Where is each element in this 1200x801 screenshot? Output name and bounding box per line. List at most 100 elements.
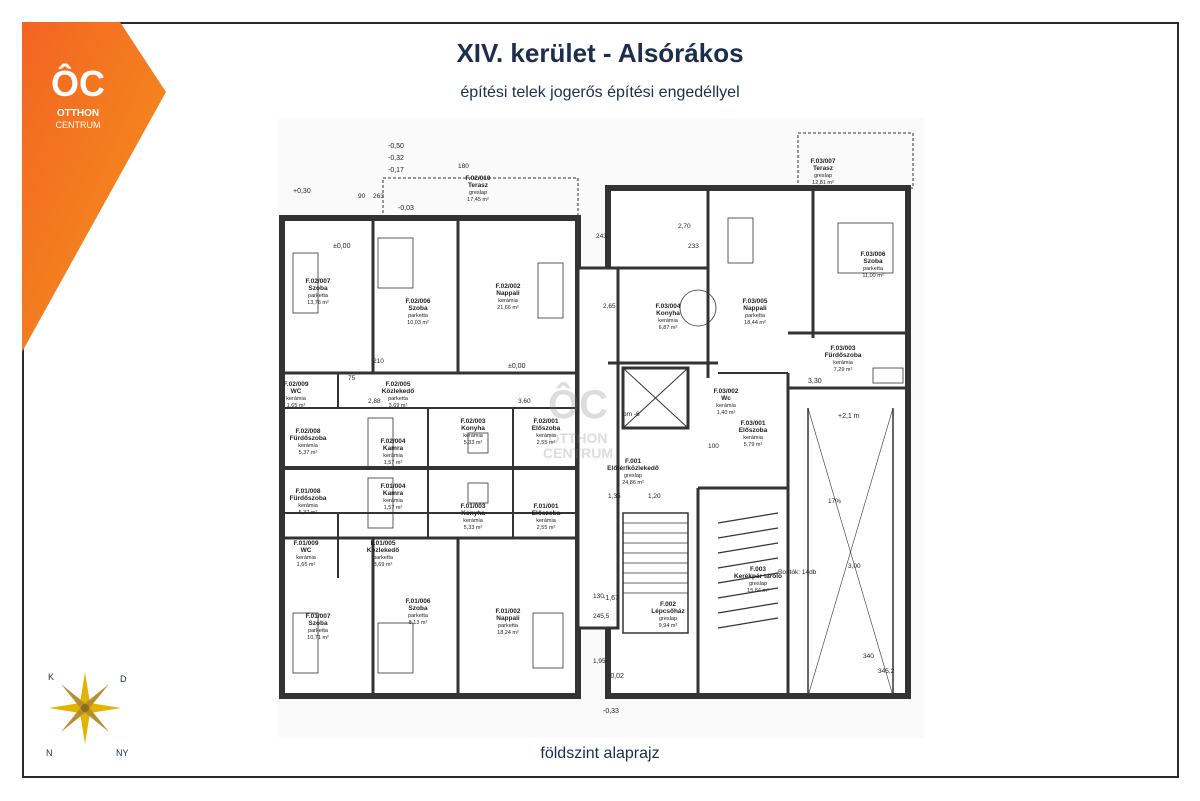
dimension-label: 2,70	[678, 223, 691, 230]
room-mat: kerámia	[743, 435, 764, 441]
room-name: Szoba	[308, 285, 328, 292]
room-area: 5,33 m²	[464, 525, 483, 531]
compass-s: D	[120, 674, 127, 684]
level-marker: -0,03	[398, 205, 414, 212]
room-mat: parketta	[373, 555, 394, 561]
room-area: 1,57 m²	[384, 460, 403, 466]
dimension-label: Bontók: 14db	[778, 569, 817, 576]
watermark-line2: CENTRUM	[543, 445, 613, 461]
room-name: Előtér/közlekedő	[607, 465, 659, 472]
room-id: F.002	[660, 601, 676, 608]
level-marker: -0,32	[388, 155, 404, 162]
dimension-label: 1,20	[648, 493, 661, 500]
room-area: 5,37 m²	[299, 450, 318, 456]
room-name: Fürdőszoba	[290, 495, 327, 502]
room-mat: parketta	[863, 266, 884, 272]
room-name: Előszoba	[532, 510, 561, 517]
room-mat: greslap	[814, 173, 832, 179]
watermark-line1: OTTHON	[548, 430, 607, 446]
room-area: 2,55 m²	[537, 440, 556, 446]
room-mat: parketta	[408, 313, 429, 319]
room-mat: parketta	[308, 628, 329, 634]
room-id: F.02/010	[466, 175, 491, 182]
dimension-label: 243	[596, 233, 607, 240]
room-id: F.01/006	[406, 598, 431, 605]
room-mat: parketta	[408, 613, 429, 619]
dimension-label: 180	[458, 163, 469, 170]
brand-line2: CENTRUM	[56, 120, 101, 130]
room-name: Fürdőszoba	[825, 352, 862, 359]
room-mat: parketta	[388, 396, 409, 402]
dimension-label: 2,65	[603, 303, 616, 310]
room-name: Szoba	[863, 258, 883, 265]
room-area: 10,71 m²	[307, 635, 329, 641]
room-mat: kerámia	[498, 298, 519, 304]
room-id: F.03/004	[656, 303, 681, 310]
room-area: 10,03 m²	[407, 320, 429, 326]
room-area: 15,84 m²	[747, 588, 769, 594]
room-area: 24,86 m²	[622, 480, 644, 486]
room-name: WC	[291, 388, 302, 395]
dimension-label: 130	[593, 593, 604, 600]
room-area: 13,76 m²	[307, 300, 329, 306]
room-id: F.003	[750, 566, 766, 573]
room-area: 17,45 m²	[467, 197, 489, 203]
room-id: F.02/001	[534, 418, 559, 425]
brand-line1: OTTHON	[57, 108, 99, 119]
plan-walls	[278, 118, 923, 738]
room-id: F.02/007	[306, 278, 331, 285]
room-name: Szoba	[408, 305, 428, 312]
room-id: F.03/003	[831, 345, 856, 352]
dimension-label: 1,35	[608, 493, 621, 500]
room-id: F.03/001	[741, 420, 766, 427]
room-name: Konyha	[461, 425, 485, 432]
compass-rose-icon: K D N NY	[46, 672, 129, 758]
room-mat: parketta	[498, 623, 519, 629]
room-mat: parketta	[745, 313, 766, 319]
room-name: Fürdőszoba	[290, 435, 327, 442]
room-mat: kerámia	[463, 433, 484, 439]
room-name: Konyha	[656, 310, 680, 317]
room-mat: kerámia	[298, 443, 319, 449]
brand-shape	[22, 22, 166, 352]
dimension-label: 245,5	[593, 613, 610, 620]
room-area: 18,44 m²	[744, 320, 766, 326]
room-name: Nappali	[743, 305, 767, 312]
level-marker: -1,67	[603, 595, 619, 602]
room-name: Közlekedő	[382, 388, 415, 395]
room-id: F.03/005	[743, 298, 768, 305]
room-id: F.01/008	[296, 488, 321, 495]
room-area: 21,66 m²	[497, 305, 519, 311]
page-title: XIV. kerület - Alsórákos	[456, 38, 744, 68]
compass-e: K	[48, 672, 54, 682]
room-mat: kerámia	[383, 453, 404, 459]
room-area: 1,40 m²	[717, 410, 736, 416]
room-id: F.01/002	[496, 608, 521, 615]
room-mat: kerámia	[298, 503, 319, 509]
room-area: 11,00 m²	[862, 273, 883, 279]
level-marker: ±0,00	[333, 243, 351, 250]
dimension-label: 340	[863, 653, 874, 660]
room-name: Terasz	[813, 165, 834, 172]
room-area: 9,94 m²	[659, 623, 678, 629]
room-mat: kerámia	[536, 433, 557, 439]
dimension-label: pm -6	[623, 411, 640, 418]
room-id: F.02/004	[381, 438, 406, 445]
room-id: F.001	[625, 458, 641, 465]
room-mat: kerámia	[463, 518, 484, 524]
dimension-label: 3,60	[518, 398, 531, 405]
room-name: Előszoba	[739, 427, 768, 434]
page-subtitle: építési telek jogerős építési engedéllye…	[460, 84, 740, 101]
room-area: 1,65 m²	[287, 403, 306, 409]
room-name: Nappali	[496, 615, 520, 622]
room-mat: greslap	[749, 581, 767, 587]
room-id: F.02/002	[496, 283, 521, 290]
room-area: 3,69 m²	[389, 403, 408, 409]
room-id: F.03/006	[861, 251, 886, 258]
dimension-label: 3,00	[848, 563, 861, 570]
compass-n: NY	[116, 748, 129, 758]
dimension-label: 263	[373, 193, 384, 200]
room-mat: greslap	[624, 473, 642, 479]
dimension-label: 90	[358, 193, 366, 200]
